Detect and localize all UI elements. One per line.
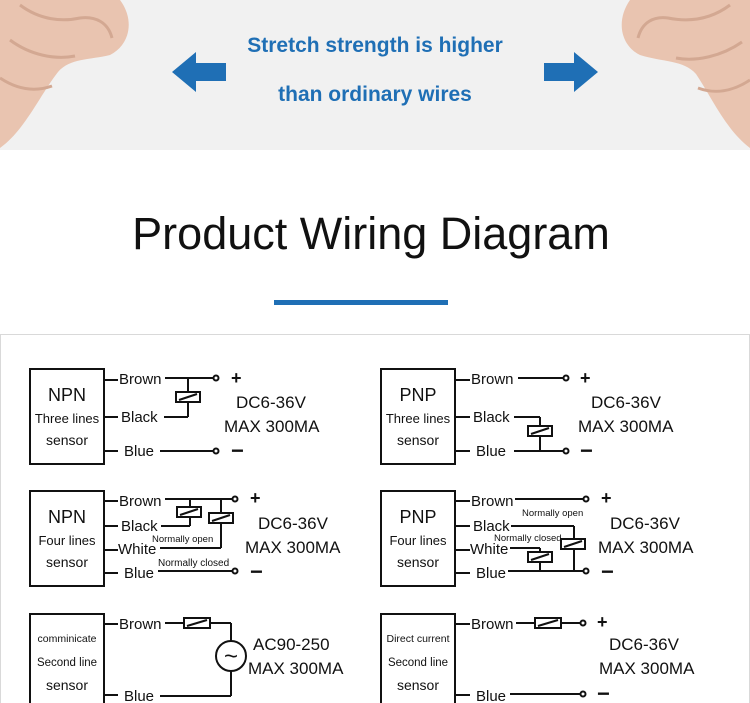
diagram-dc-two-lines <box>380 613 587 703</box>
box-subtitle: Three lines <box>386 411 451 426</box>
note-normally-open: Normally open <box>522 508 583 519</box>
current-spec: MAX 300MA <box>224 417 320 436</box>
left-hand-image <box>0 0 129 148</box>
current-spec: MAX 300MA <box>245 538 341 557</box>
box-title: NPN <box>48 507 86 527</box>
left-arrow-icon <box>172 52 226 92</box>
voltage-spec: DC6-36V <box>258 514 329 533</box>
note-normally-open: Normally open <box>152 534 213 545</box>
sensor-box <box>380 613 456 703</box>
wire-label: Black <box>473 409 510 426</box>
plus-sign: + <box>601 488 612 508</box>
diagram-pnp-three-lines <box>380 368 570 465</box>
box-subtitle: Second line <box>37 657 97 669</box>
wire-label: Brown <box>119 371 162 388</box>
wire-label: White <box>118 541 156 558</box>
box-caption: sensor <box>46 432 88 448</box>
sensor-box <box>29 613 105 703</box>
box-subtitle: Three lines <box>35 411 100 426</box>
box-title: PNP <box>399 385 436 405</box>
box-caption: sensor <box>397 432 439 448</box>
box-title: Direct current <box>386 633 449 645</box>
note-normally-closed: Normally closed <box>494 533 562 544</box>
diagram-pnp-four-lines <box>380 490 590 587</box>
banner-headline-1: Stretch strength is higher <box>247 34 503 57</box>
wire-label: Black <box>121 409 158 426</box>
voltage-spec: DC6-36V <box>610 514 681 533</box>
wire-label: Blue <box>124 565 154 582</box>
minus-sign: − <box>597 681 610 703</box>
ac-symbol: ~ <box>224 643 238 670</box>
box-caption: sensor <box>46 677 88 693</box>
plus-sign: + <box>597 612 608 632</box>
sensor-box <box>29 490 105 587</box>
box-title: NPN <box>48 385 86 405</box>
wire-label: Blue <box>476 565 506 582</box>
wire-label: Brown <box>119 616 162 633</box>
minus-sign: − <box>231 438 244 463</box>
diagram-ac-two-lines <box>29 613 247 703</box>
wire-label: Brown <box>119 493 162 510</box>
banner-headline-2: than ordinary wires <box>278 83 472 106</box>
box-caption: sensor <box>397 554 439 570</box>
minus-sign: − <box>250 559 263 584</box>
wire-label: Blue <box>124 688 154 703</box>
right-hand-image <box>621 0 750 148</box>
box-subtitle: Four lines <box>389 533 447 548</box>
current-spec: MAX 300MA <box>578 417 674 436</box>
box-caption: sensor <box>46 554 88 570</box>
wire-label: Black <box>121 518 158 535</box>
plus-sign: + <box>231 368 242 388</box>
box-caption: sensor <box>397 677 439 693</box>
diagram-npn-four-lines <box>29 490 239 587</box>
current-spec: MAX 300MA <box>598 538 694 557</box>
wire-label: Black <box>473 518 510 535</box>
plus-sign: + <box>250 488 261 508</box>
right-arrow-icon <box>544 52 598 92</box>
banner-art <box>0 0 750 148</box>
banner: Stretch strength is higher than ordinary… <box>0 0 750 150</box>
wire-label: Blue <box>124 443 154 460</box>
wire-label: Blue <box>476 688 506 703</box>
page-title: Product Wiring Diagram <box>132 208 610 259</box>
current-spec: MAX 300MA <box>248 659 344 678</box>
wire-label: Blue <box>476 443 506 460</box>
current-spec: MAX 300MA <box>599 659 695 678</box>
minus-sign: − <box>601 559 614 584</box>
diagram-npn-three-lines <box>29 368 220 465</box>
voltage-spec: DC6-36V <box>236 393 307 412</box>
sensor-box <box>380 490 456 587</box>
box-subtitle: Second line <box>388 657 448 669</box>
box-title: PNP <box>399 507 436 527</box>
minus-sign: − <box>580 438 593 463</box>
wire-label: Brown <box>471 616 514 633</box>
voltage-spec: AC90-250 <box>253 635 330 654</box>
wire-label: Brown <box>471 371 514 388</box>
title-underline <box>274 300 448 305</box>
box-subtitle: Four lines <box>38 533 96 548</box>
wire-label: White <box>470 541 508 558</box>
note-normally-closed: Normally closed <box>158 558 229 569</box>
box-title: comminicate <box>38 633 97 645</box>
wire-label: Brown <box>471 493 514 510</box>
voltage-spec: DC6-36V <box>591 393 662 412</box>
plus-sign: + <box>580 368 591 388</box>
voltage-spec: DC6-36V <box>609 635 680 654</box>
